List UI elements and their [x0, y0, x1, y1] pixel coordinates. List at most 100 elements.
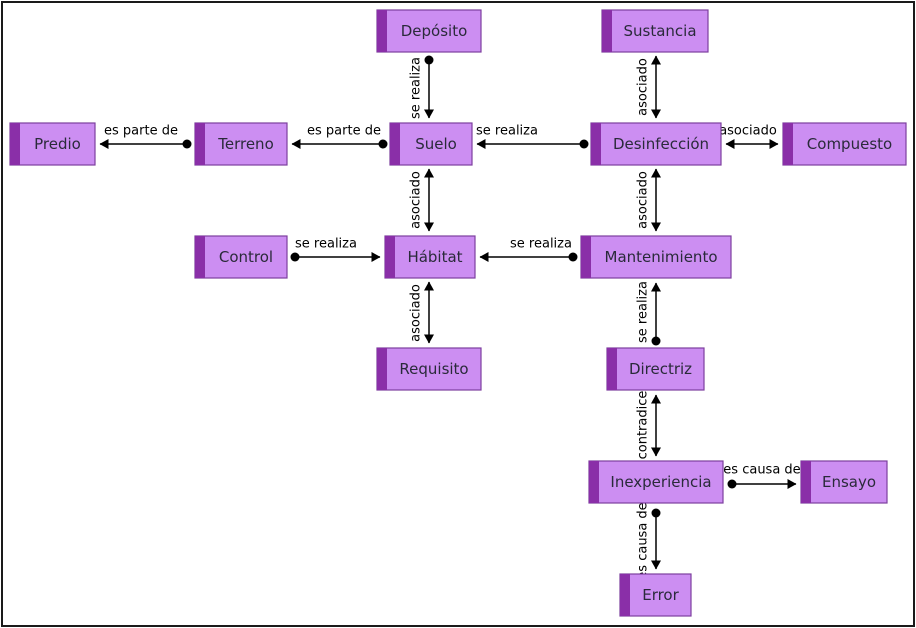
- node-label: Predio: [34, 135, 81, 153]
- node-accent-strip: [377, 348, 387, 390]
- node-control[interactable]: Control: [194, 235, 288, 279]
- node-accent-strip: [10, 123, 20, 165]
- node-habitat[interactable]: Hábitat: [384, 235, 476, 279]
- node-compuesto[interactable]: Compuesto: [782, 122, 907, 166]
- node-accent-strip: [801, 461, 811, 503]
- node-box: [194, 122, 288, 166]
- node-accent-strip: [591, 123, 601, 165]
- edge-desinfeccion-suelo: se realiza: [476, 124, 589, 149]
- edge-origin-dot: [290, 252, 300, 262]
- edge-label: se realiza: [409, 57, 424, 119]
- edge-desinfeccion-mantenimiento: asociado: [636, 168, 661, 232]
- node-label: Error: [642, 586, 679, 604]
- edges-layer: se realiza asociado es parte de es parte de…: [99, 55, 801, 580]
- node-label: Directriz: [629, 360, 692, 378]
- edge-mantenimiento-habitat: se realiza: [479, 237, 578, 262]
- node-box: [389, 122, 473, 166]
- node-box: [580, 235, 732, 279]
- edge-origin-dot: [651, 508, 661, 518]
- edge-label: es causa de: [636, 502, 651, 579]
- edge-label: contradice: [636, 391, 651, 460]
- node-label: Terreno: [217, 135, 274, 153]
- node-accent-strip: [602, 10, 612, 52]
- edge-origin-dot: [651, 336, 661, 346]
- node-label: Requisito: [399, 360, 468, 378]
- node-label: Suelo: [415, 135, 457, 153]
- node-box: [376, 347, 482, 391]
- node-directriz[interactable]: Directriz: [606, 347, 705, 391]
- edge-label: asociado: [719, 124, 777, 139]
- edge-label: se realiza: [636, 281, 651, 343]
- edge-directriz-inexperiencia: contradice: [636, 391, 661, 460]
- edge-habitat-requisito: asociado: [409, 281, 434, 344]
- edge-origin-dot: [568, 252, 578, 262]
- node-terreno[interactable]: Terreno: [194, 122, 288, 166]
- edge-label: se realiza: [510, 237, 572, 252]
- edge-origin-dot: [579, 139, 589, 149]
- node-label: Control: [219, 248, 273, 266]
- node-error[interactable]: Error: [619, 573, 692, 617]
- edge-suelo-terreno: es parte de: [291, 124, 388, 149]
- node-predio[interactable]: Predio: [9, 122, 96, 166]
- node-label: Compuesto: [807, 135, 892, 153]
- node-deposito[interactable]: Depósito: [376, 9, 482, 53]
- node-label: Depósito: [401, 22, 468, 40]
- edge-label: asociado: [409, 284, 424, 342]
- node-accent-strip: [783, 123, 793, 165]
- node-label: Hábitat: [407, 248, 462, 266]
- node-ensayo[interactable]: Ensayo: [800, 460, 888, 504]
- node-accent-strip: [589, 461, 599, 503]
- node-accent-strip: [385, 236, 395, 278]
- node-accent-strip: [581, 236, 591, 278]
- edge-inexperiencia-ensayo: es causa de: [723, 463, 801, 489]
- edge-deposito-suelo: se realiza: [409, 55, 434, 119]
- node-accent-strip: [607, 348, 617, 390]
- edge-label: asociado: [636, 171, 651, 229]
- node-box: [376, 9, 482, 53]
- edge-origin-dot: [727, 479, 737, 489]
- edge-label: es causa de: [723, 463, 800, 478]
- edge-origin-dot: [182, 139, 192, 149]
- node-label: Mantenimiento: [605, 248, 718, 266]
- node-label: Ensayo: [822, 473, 876, 491]
- edge-directriz-mantenimiento: se realiza: [636, 281, 661, 346]
- node-inexperiencia[interactable]: Inexperiencia: [588, 460, 724, 504]
- edge-label: se realiza: [295, 237, 357, 252]
- edge-label: se realiza: [476, 124, 538, 139]
- edge-origin-dot: [424, 55, 434, 65]
- node-accent-strip: [195, 236, 205, 278]
- node-accent-strip: [377, 10, 387, 52]
- node-box: [194, 235, 288, 279]
- node-box: [384, 235, 476, 279]
- edge-control-habitat: se realiza: [290, 237, 381, 262]
- node-box: [800, 460, 888, 504]
- edge-suelo-habitat: asociado: [409, 168, 434, 232]
- edge-label: es parte de: [307, 124, 381, 139]
- node-accent-strip: [195, 123, 205, 165]
- node-suelo[interactable]: Suelo: [389, 122, 473, 166]
- node-desinfeccion[interactable]: Desinfección: [590, 122, 722, 166]
- edge-label: asociado: [636, 58, 651, 116]
- node-box: [601, 9, 709, 53]
- node-sustancia[interactable]: Sustancia: [601, 9, 709, 53]
- node-label: Desinfección: [613, 135, 709, 153]
- node-box: [606, 347, 705, 391]
- edge-label: es parte de: [104, 124, 178, 139]
- node-requisito[interactable]: Requisito: [376, 347, 482, 391]
- edge-inexperiencia-error: es causa de: [636, 502, 661, 580]
- node-mantenimiento[interactable]: Mantenimiento: [580, 235, 732, 279]
- node-label: Inexperiencia: [610, 473, 711, 491]
- node-accent-strip: [390, 123, 400, 165]
- edge-sustancia-desinfeccion: asociado: [636, 55, 661, 119]
- node-box: [588, 460, 724, 504]
- node-box: [9, 122, 96, 166]
- edge-origin-dot: [378, 139, 388, 149]
- edge-desinfeccion-compuesto: asociado: [719, 124, 779, 149]
- edge-label: asociado: [409, 171, 424, 229]
- node-label: Sustancia: [623, 22, 696, 40]
- edge-terreno-predio: es parte de: [99, 124, 192, 149]
- node-accent-strip: [620, 574, 630, 616]
